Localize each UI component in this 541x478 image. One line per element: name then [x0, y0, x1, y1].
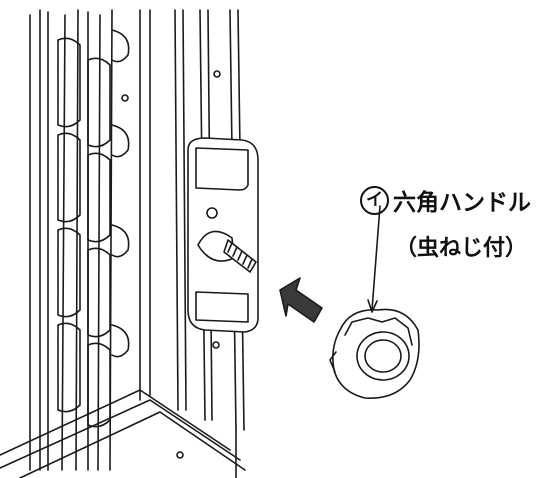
callout-marker: イ: [360, 185, 389, 215]
part-name-label: 六角ハンドル: [393, 190, 531, 216]
louver-blades: [29, 9, 130, 471]
callout-title: イ 六角ハンドル: [360, 183, 531, 217]
insertion-arrow: [279, 277, 323, 323]
hex-handle-knob: [329, 308, 420, 399]
leader-line: [367, 205, 381, 313]
part-note-label: （虫ねじ付）: [395, 236, 528, 261]
threaded-stud: [223, 239, 257, 273]
handle-bracket: [187, 137, 259, 333]
